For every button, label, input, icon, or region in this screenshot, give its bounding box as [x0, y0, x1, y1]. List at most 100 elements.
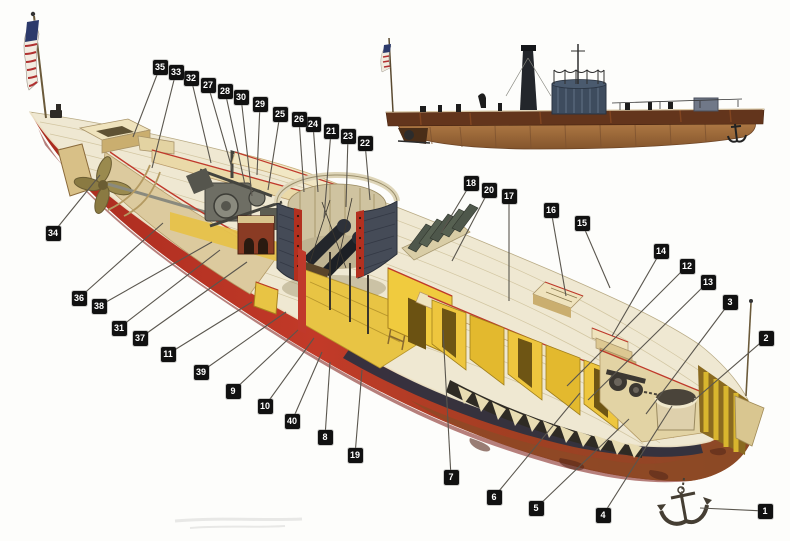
leader-line-18 — [440, 182, 472, 234]
leader-line-9 — [232, 329, 299, 392]
leader-line-12 — [566, 265, 688, 387]
callout-14: 14 — [653, 243, 669, 259]
leader-line-8 — [324, 361, 331, 438]
callout-26: 26 — [291, 111, 307, 127]
anchor-well — [654, 389, 698, 431]
profile-bow-anchor — [727, 123, 747, 143]
bow-flagstaff — [745, 302, 752, 397]
leader-line-3 — [645, 301, 731, 415]
leader-line-31 — [118, 249, 221, 329]
leader-line-15 — [581, 222, 611, 289]
callout-22: 22 — [357, 135, 373, 151]
callout-33: 33 — [168, 64, 184, 80]
leader-line-30 — [240, 96, 253, 197]
flag-canton — [25, 20, 39, 42]
leader-line-26 — [298, 118, 305, 193]
pencil-marks — [174, 517, 303, 529]
leader-line-10 — [264, 337, 315, 407]
callout-31: 31 — [111, 320, 127, 336]
callout-34: 34 — [45, 225, 61, 241]
leader-line-25 — [267, 113, 281, 191]
us-flag-profile — [380, 37, 394, 113]
profile-deck-fittings — [420, 93, 743, 112]
leader-line-40 — [291, 351, 323, 422]
leader-line-23 — [345, 135, 349, 208]
callout-35: 35 — [152, 59, 168, 75]
callout-39: 39 — [193, 364, 209, 380]
leader-line-11 — [167, 301, 253, 355]
callout-4: 4 — [595, 507, 611, 523]
leader-line-32 — [190, 77, 212, 164]
leader-line-2 — [691, 337, 767, 403]
leader-line-38 — [98, 241, 213, 307]
leader-line-7 — [442, 329, 452, 478]
callout-7: 7 — [443, 469, 459, 485]
callout-13: 13 — [700, 274, 716, 290]
callout-1: 1 — [757, 503, 773, 519]
callout-17: 17 — [501, 188, 517, 204]
leader-line-39 — [200, 311, 287, 373]
us-flag-stern — [23, 11, 47, 119]
callout-25: 25 — [272, 106, 288, 122]
leader-line-28 — [224, 90, 246, 186]
callout-18: 18 — [463, 175, 479, 191]
side-profile-ship — [380, 37, 765, 150]
callout-29: 29 — [252, 96, 268, 112]
leader-line-33 — [151, 71, 177, 169]
leader-line-27 — [207, 84, 234, 173]
callout-2: 2 — [758, 330, 774, 346]
deck-gratings — [401, 203, 479, 261]
callout-40: 40 — [284, 413, 300, 429]
profile-lower-hull — [397, 121, 756, 150]
leader-line-16 — [550, 209, 567, 297]
wardroom — [253, 248, 453, 369]
callout-36: 36 — [71, 290, 87, 306]
callout-37: 37 — [132, 330, 148, 346]
callout-19: 19 — [347, 447, 363, 463]
turret-railing — [553, 44, 605, 84]
callout-24: 24 — [305, 116, 321, 132]
main-cutaway-ship — [23, 11, 765, 529]
leader-line-22 — [364, 142, 371, 201]
callout-9: 9 — [225, 383, 241, 399]
leader-line-14 — [611, 250, 662, 337]
profile-turret — [551, 44, 607, 115]
callout-20: 20 — [481, 182, 497, 198]
leader-lines — [52, 66, 767, 516]
callout-21: 21 — [323, 123, 339, 139]
callout-11: 11 — [160, 346, 176, 362]
callout-12: 12 — [679, 258, 695, 274]
propeller-shaft — [107, 182, 206, 214]
leader-line-24 — [312, 123, 319, 193]
propeller — [73, 156, 133, 214]
callout-16: 16 — [543, 202, 559, 218]
profile-funnel — [505, 45, 552, 110]
hull-frames — [446, 380, 642, 458]
davit-arms — [107, 164, 161, 217]
callout-38: 38 — [91, 298, 107, 314]
stern-skylight — [78, 118, 175, 155]
callout-6: 6 — [486, 489, 502, 505]
callout-32: 32 — [183, 70, 199, 86]
leader-line-36 — [78, 222, 164, 299]
callout-10: 10 — [257, 398, 273, 414]
leader-line-29 — [256, 103, 261, 176]
callout-15: 15 — [574, 215, 590, 231]
skylight — [532, 281, 584, 318]
callout-28: 28 — [217, 83, 233, 99]
callout-5: 5 — [528, 500, 544, 516]
leader-line-37 — [139, 261, 248, 339]
leader-line-6 — [493, 392, 581, 498]
callout-30: 30 — [233, 89, 249, 105]
stanchions — [329, 252, 369, 334]
boiler — [237, 215, 275, 255]
dahlgren-guns — [300, 197, 366, 280]
leader-line-5 — [535, 418, 630, 509]
leader-line-20 — [451, 189, 490, 262]
leader-line-21 — [323, 130, 332, 219]
leader-line-34 — [52, 174, 101, 234]
bow-cutwater — [734, 395, 765, 447]
